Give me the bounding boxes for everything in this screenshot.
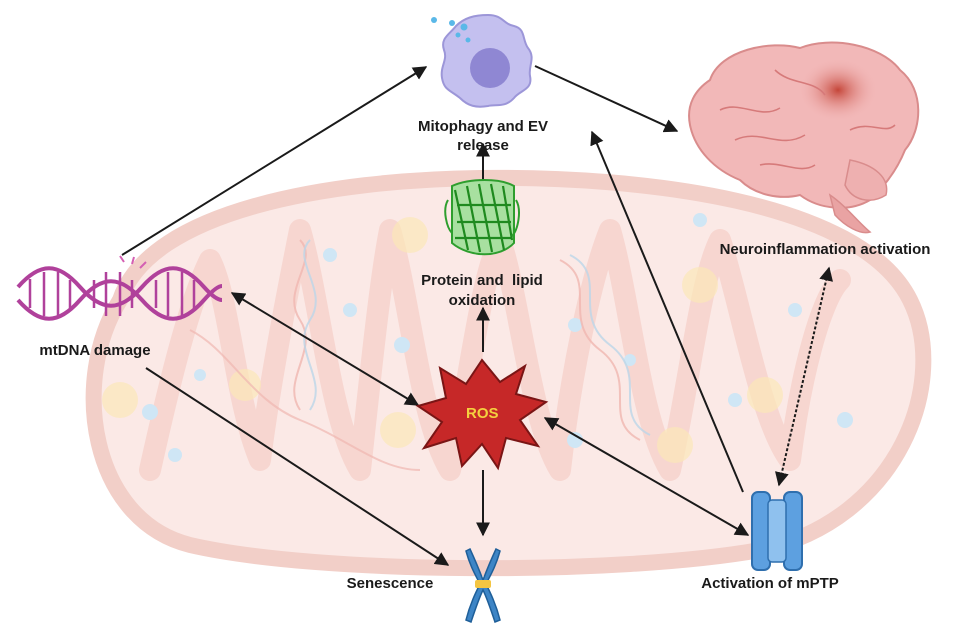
protein-barrel-icon — [444, 179, 520, 256]
arrow-ros-mtdna-bidirectional — [230, 292, 420, 406]
mitophagy-label-line2: release — [457, 137, 509, 154]
protein-oxidation-label-line1: Protein and lipid — [421, 272, 543, 289]
mitophagy-label-line1: Mitophagy and EV — [417, 118, 548, 135]
arrow-mptp-ros-bidirectional — [543, 417, 750, 536]
arrow-mitophagy-to-brain — [534, 65, 679, 133]
dna-helix-icon — [16, 255, 223, 321]
arrow-brain-mptp-bidirectional — [775, 266, 833, 487]
chromosome-icon — [465, 547, 501, 623]
mtdna-damage-label: mtDNA damage — [39, 342, 151, 359]
starburst-icon — [415, 358, 549, 471]
cell-vesicle-icon — [431, 13, 533, 108]
arrow-mptp-to-mitophagy — [590, 130, 744, 493]
ros-label: ROS — [466, 405, 499, 422]
mptp-label: Activation of mPTP — [701, 575, 839, 592]
arrow-mtdna-to-mitophagy — [121, 66, 428, 256]
senescence-label: Senescence — [346, 575, 434, 592]
protein-oxidation-label-line2: oxidation — [448, 292, 516, 309]
arrow-mtdna-to-senescence — [145, 367, 450, 566]
brain-icon — [688, 41, 920, 234]
pore-channel-icon — [751, 491, 803, 571]
arrows — [121, 65, 833, 566]
neuroinflammation-label: Neuroinflammation activation — [719, 241, 931, 258]
